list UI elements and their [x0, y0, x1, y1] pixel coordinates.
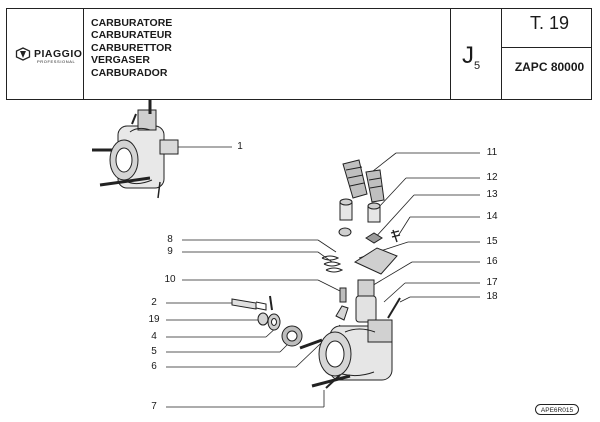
brand-name: PIAGGIO [34, 48, 83, 60]
throttle-drawing [335, 305, 349, 321]
carburettor-assembly-drawing [92, 100, 179, 199]
gasket-drawing [281, 325, 303, 347]
part-name: CARBURETTOR [91, 41, 172, 54]
carburettor-body-drawing [299, 319, 393, 389]
callout-13: 13 [486, 189, 498, 200]
slide-drawing [355, 295, 377, 323]
section-subscript: 5 [474, 60, 481, 72]
section-letter: J [462, 42, 474, 69]
callout-4: 4 [151, 331, 157, 342]
callout-7: 7 [151, 401, 157, 412]
divider [450, 9, 451, 99]
part-name: CARBURADOR [91, 66, 168, 79]
spring-drawing [321, 255, 344, 273]
callout-18: 18 [486, 291, 498, 302]
callout-19: 19 [148, 314, 160, 325]
divider [83, 9, 84, 99]
needle-drawing [339, 287, 347, 303]
fitting-drawing [267, 313, 281, 331]
callout-11: 11 [486, 147, 498, 158]
leader-lines [166, 146, 480, 408]
cover-drawing [353, 247, 398, 275]
brand-subtitle: PROFESSIONAL [37, 59, 76, 64]
callout-2: 2 [151, 297, 157, 308]
drawing-reference: APE6R015 [535, 404, 579, 415]
callout-8: 8 [167, 234, 173, 245]
part-name: CARBURATEUR [91, 29, 172, 42]
part-names: CARBURATORE CARBURATEUR CARBURETTOR VERG… [91, 17, 172, 79]
table-number: T. 19 [529, 13, 570, 33]
title-block: PIAGGIO PROFESSIONAL CARBURATORE CARBURA… [6, 8, 592, 100]
screw-drawing [390, 229, 401, 243]
callout-15: 15 [486, 236, 498, 247]
callout-12: 12 [486, 172, 498, 183]
callout-1: 1 [237, 141, 243, 152]
jet-holders-drawing [338, 198, 383, 244]
part-name: VERGASER [91, 54, 150, 67]
piaggio-emblem-icon [15, 47, 31, 61]
cap-springs-drawing [342, 159, 385, 203]
callout-16: 16 [486, 256, 498, 267]
jet-needle-drawing [387, 297, 401, 319]
piaggio-logo: PIAGGIO PROFESSIONAL [15, 47, 83, 64]
model-code: ZAPC 80000 [514, 60, 585, 74]
callout-6: 6 [151, 361, 157, 372]
callout-9: 9 [167, 246, 173, 257]
washer-drawing [257, 312, 269, 326]
bolt-drawing [231, 295, 273, 311]
callout-5: 5 [151, 346, 157, 357]
callout-10: 10 [164, 274, 176, 285]
divider [501, 9, 502, 99]
callout-17: 17 [486, 277, 498, 288]
part-name: CARBURATORE [91, 17, 173, 29]
callout-14: 14 [486, 211, 498, 222]
divider [501, 47, 591, 48]
section-code: J5 [462, 42, 480, 72]
